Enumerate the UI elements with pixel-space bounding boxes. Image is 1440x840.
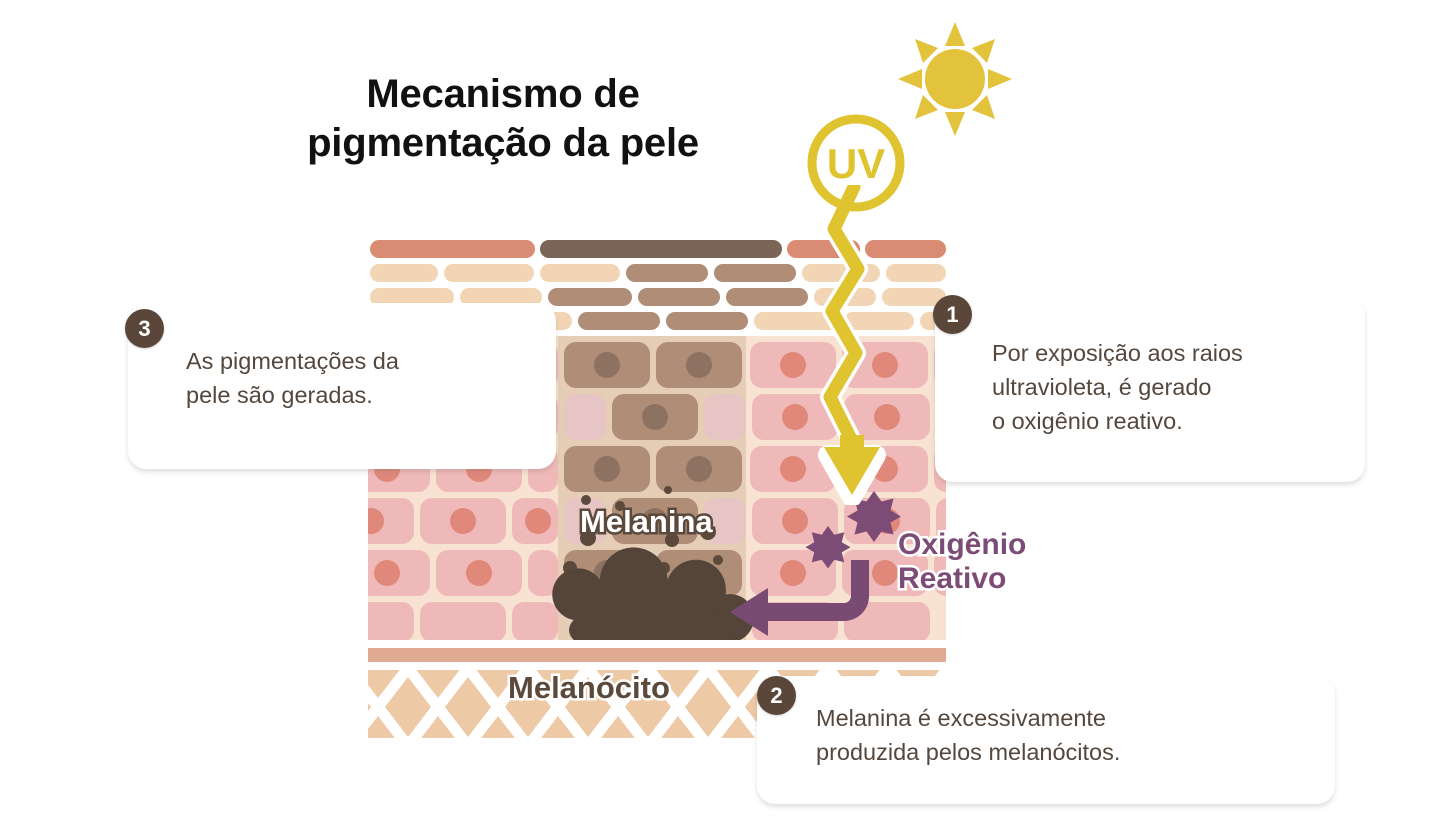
callout-text-1: Por exposição aos raios ultravioleta, é … — [992, 340, 1243, 435]
uv-ray-zigzag-arrow-icon — [818, 185, 886, 505]
step-badge-3: 3 — [125, 309, 164, 348]
melanin-transfer-arrow-icon — [730, 560, 869, 636]
callout-box-3 — [128, 303, 556, 469]
step-badge-2: 2 — [757, 676, 796, 715]
melanocyte-label: Melanócito — [506, 669, 673, 706]
callout-box-2 — [757, 676, 1335, 804]
sun-icon — [898, 22, 1012, 136]
callout-text-3: As pigmentações da pele são geradas. — [186, 348, 399, 409]
uv-badge-icon: UV — [807, 114, 905, 212]
melanin-label: Melanina — [578, 503, 716, 540]
page-title: Mecanismo de pigmentação da pele — [307, 72, 699, 165]
uv-label: UV — [827, 140, 885, 187]
step-badge-1: 1 — [933, 295, 972, 334]
callout-box-1 — [935, 298, 1365, 482]
reactive-oxygen-label: Oxigênio Reativo — [895, 525, 1028, 597]
reactive-oxygen-species-icon — [805, 491, 901, 569]
callout-text-2: Melanina é excessivamente produzida pelo… — [816, 705, 1121, 766]
